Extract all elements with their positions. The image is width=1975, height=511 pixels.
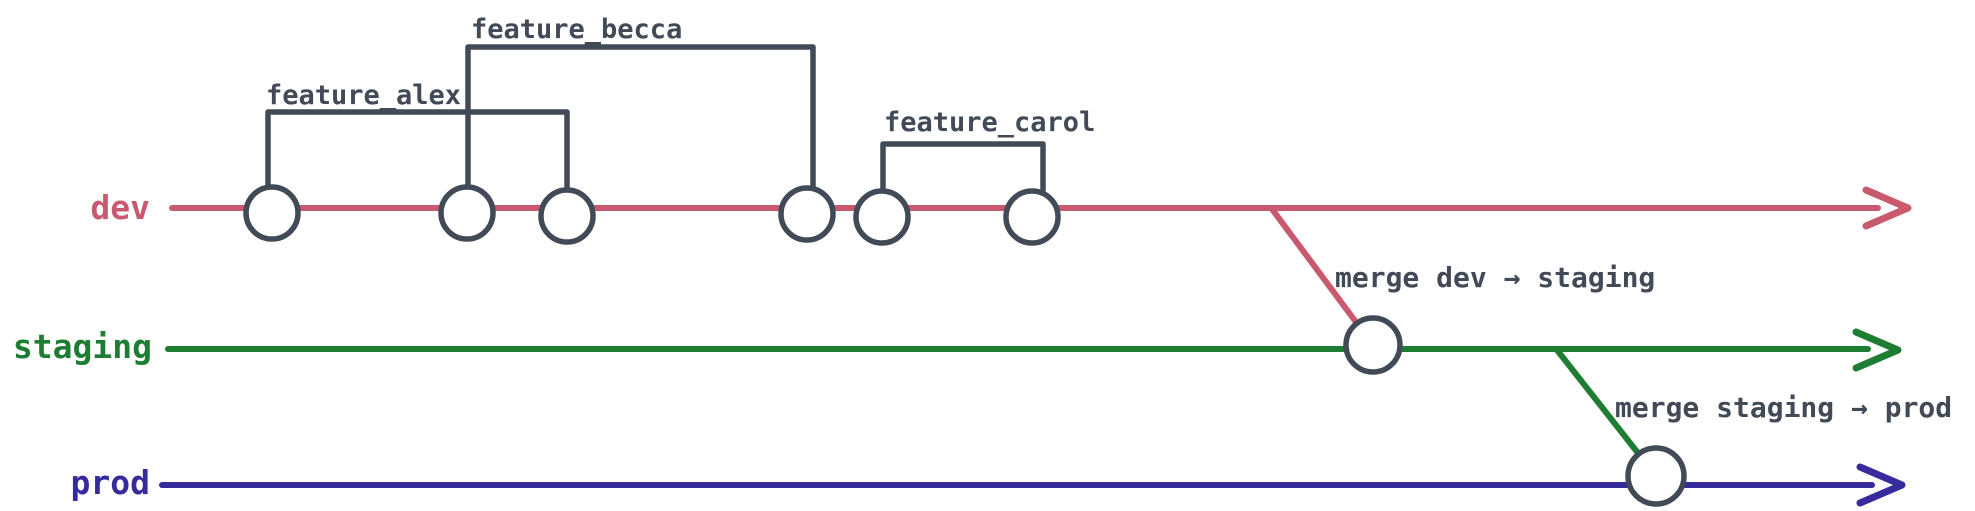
commit-node [853, 188, 911, 246]
merge-staging-to-prod-label: merge staging → prod [1615, 391, 1952, 424]
feature-becca-bracket [465, 44, 816, 191]
feature-carol-label: feature_carol [884, 107, 1095, 138]
merge-commit-node-staging [1343, 315, 1403, 375]
feature-becca-label: feature_becca [471, 14, 682, 45]
commit-node [538, 187, 596, 245]
feature-carol-bracket [880, 141, 1046, 194]
merge-commit-node-prod [1625, 445, 1687, 507]
dev-branch-label: dev [90, 188, 150, 227]
dev-arrow-icon [1862, 186, 1912, 230]
feature-alex-bracket [265, 109, 570, 193]
prod-arrow-icon [1856, 463, 1906, 507]
commit-node [778, 185, 836, 243]
staging-arrow-icon [1852, 328, 1902, 372]
merge-dev-to-staging-label: merge dev → staging [1335, 261, 1655, 294]
staging-branch-label: staging [13, 327, 152, 366]
feature-alex-label: feature_alex [266, 80, 461, 111]
commit-node [1003, 188, 1061, 246]
prod-branch-label: prod [71, 463, 150, 502]
commit-node [243, 184, 301, 242]
commit-node [438, 184, 496, 242]
